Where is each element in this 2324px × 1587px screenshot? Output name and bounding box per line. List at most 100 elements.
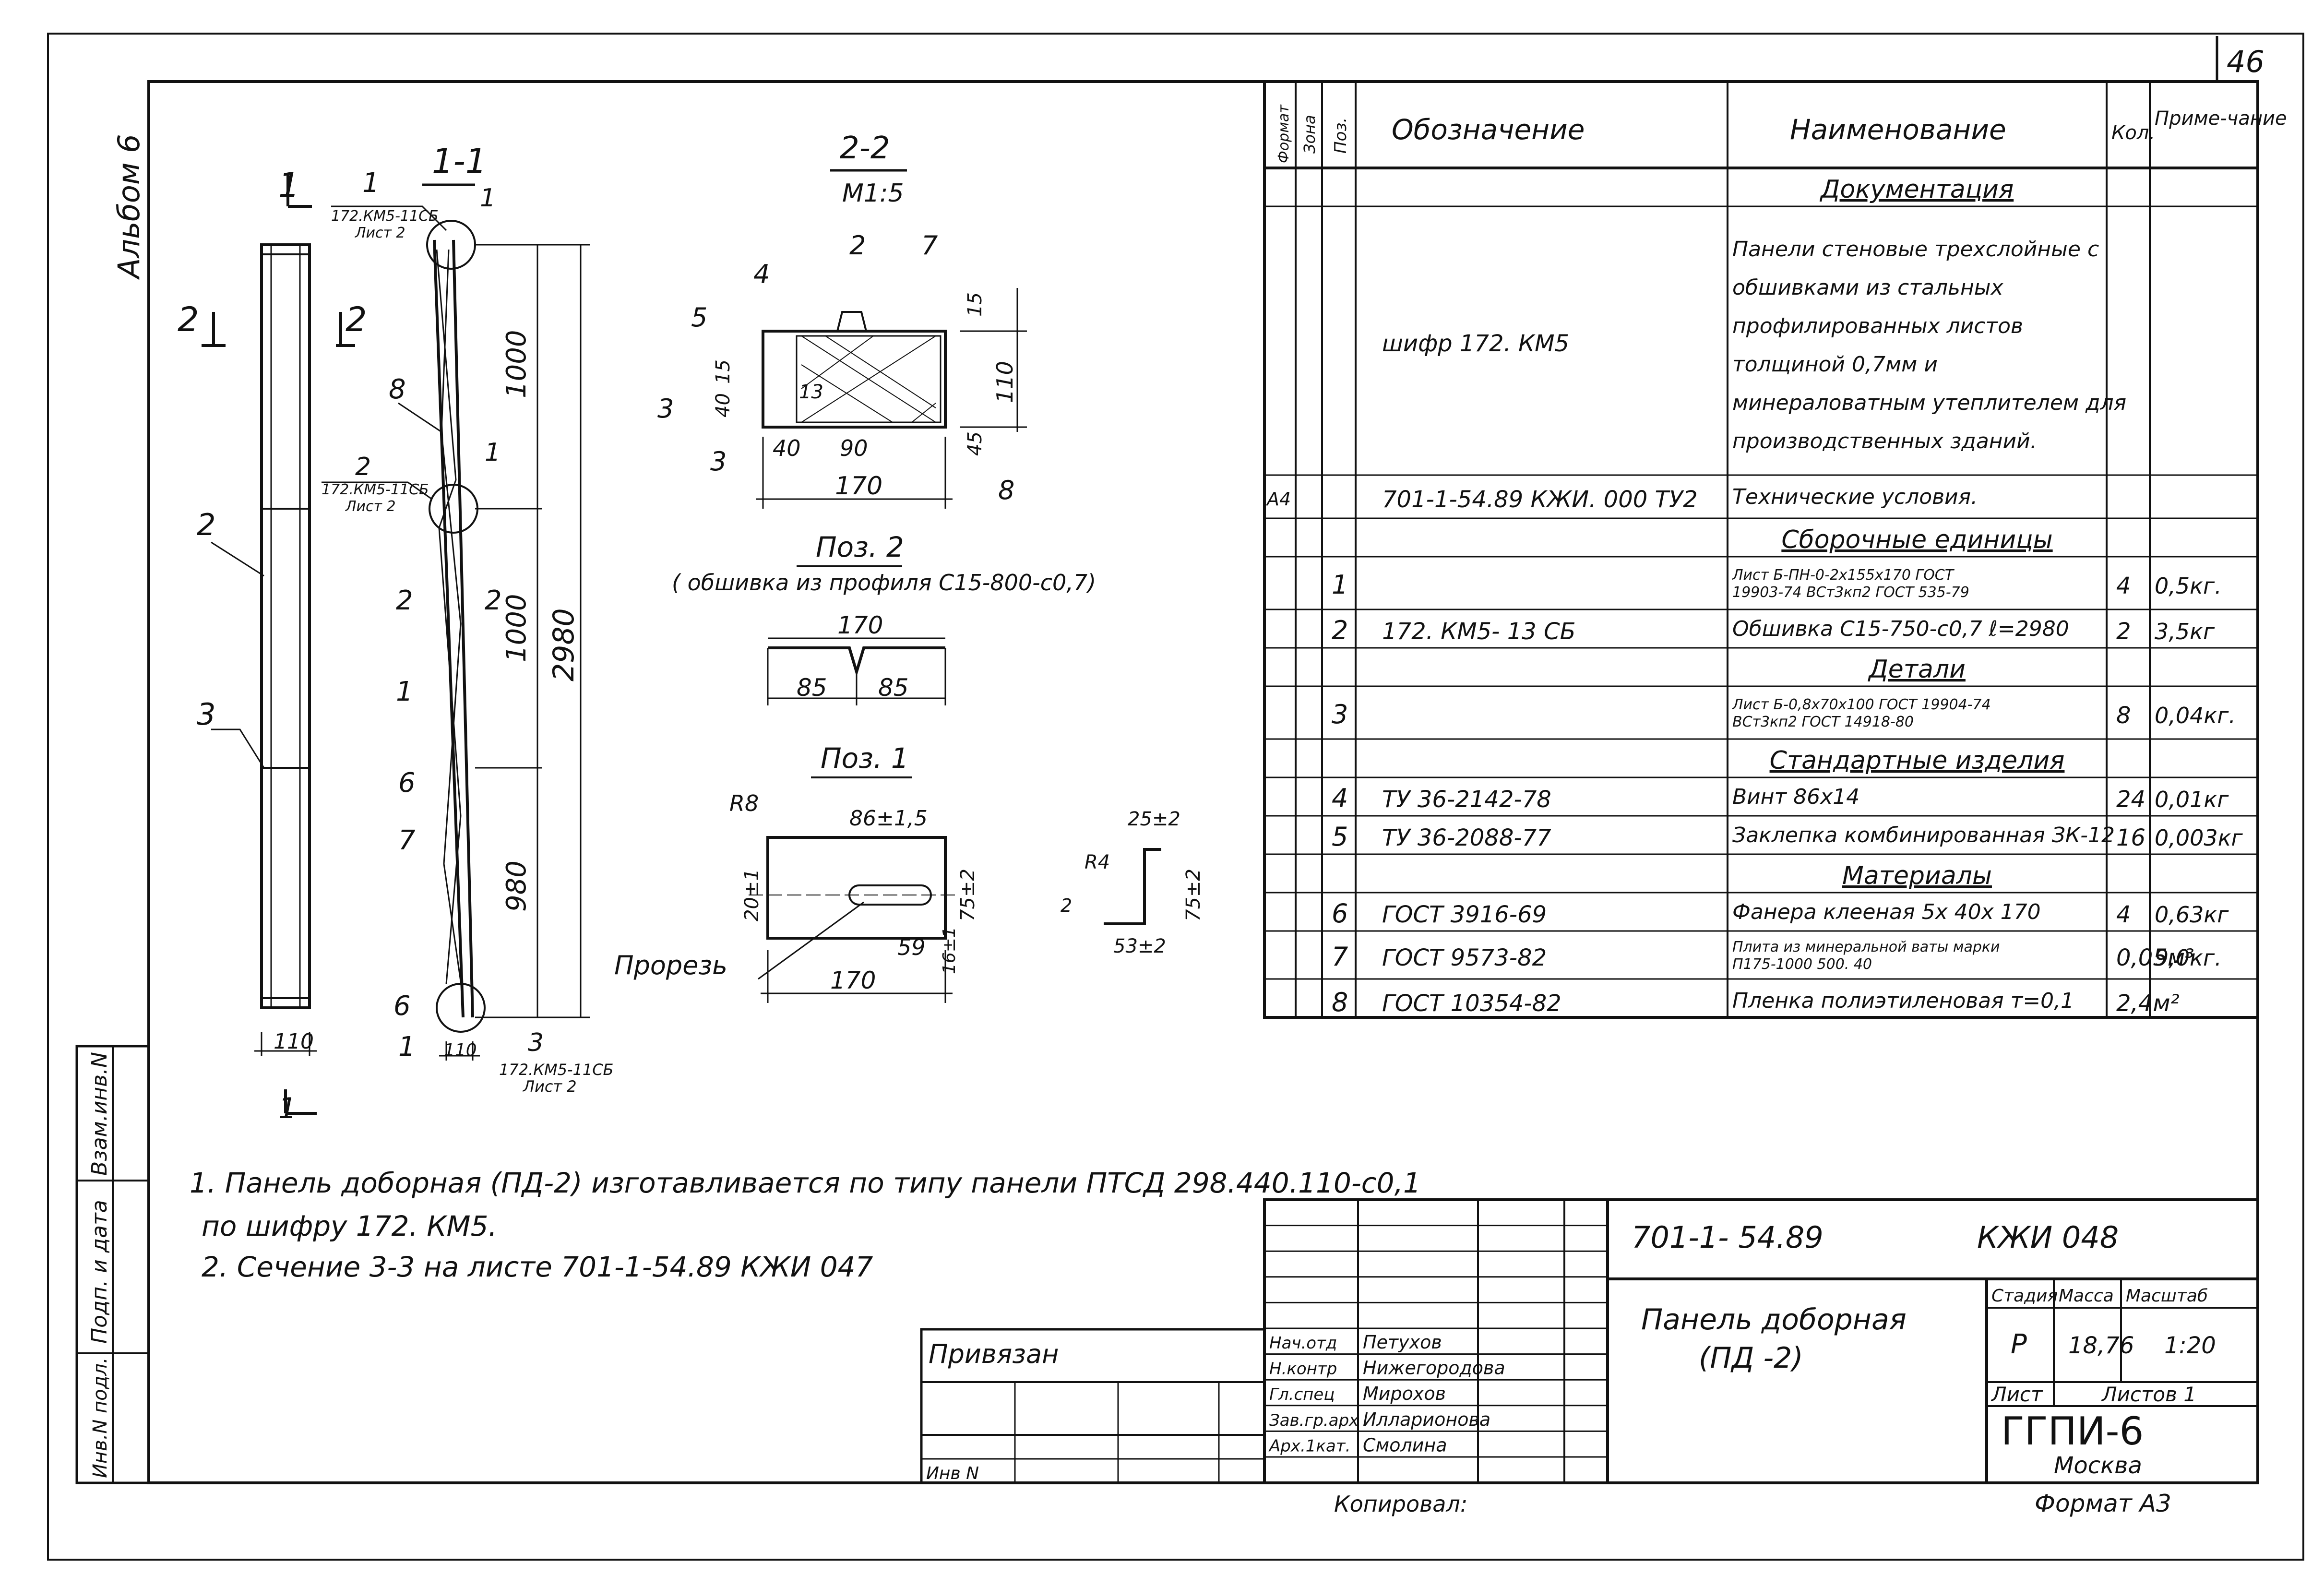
spec-header-qty: Кол. — [2111, 122, 2155, 144]
s22-dim-45: 45 — [964, 431, 986, 456]
s22-callout-5: 5 — [691, 302, 707, 333]
pos1-dim-r8: R8 — [729, 790, 759, 816]
pos-1-detail: Поз. 1 R8 86±1,5 20±1 75±2 59 16±1 170 П… — [614, 742, 1204, 1003]
doc-code: 701-1- 54.89 — [1632, 1220, 1823, 1255]
side-label-inv: Инв.N подл. — [89, 1357, 111, 1478]
spec-header-code: Обозначение — [1392, 113, 1585, 146]
dim-1000-mid: 1000 — [501, 594, 532, 662]
s22-callout-8: 8 — [998, 475, 1014, 505]
spec-header-note: Приме-чание — [2155, 107, 2287, 130]
cut-mark-2-right: 2 — [346, 300, 367, 339]
spec-cell-name: Пленка полиэтиленовая т=0,1 — [1732, 989, 2074, 1013]
angle-dim-53: 53±2 — [1113, 935, 1166, 957]
spec-cell-note: 0,04кг. — [2155, 703, 2236, 728]
signature-role: Н.контр — [1269, 1360, 1337, 1379]
spec-cell-name: Обшивка С15-750-с0,7 ℓ=2980 — [1732, 617, 2069, 641]
callout-2-left: 2 — [396, 585, 413, 616]
spec-table: Формат Зона Поз. Обозначение Наименовани… — [1263, 80, 2287, 1019]
spec-row: Материалы — [1842, 861, 1992, 890]
spec-row: Детали — [1868, 655, 1966, 684]
spec-cell-code: ГОСТ 3916-69 — [1382, 901, 1547, 928]
spec-cell-name: Фанера клееная 5х 40х 170 — [1732, 900, 2041, 924]
callout-1-top: 1 — [362, 167, 380, 199]
spec-cell-pos: 6 — [1332, 898, 1348, 929]
signature-role: Нач.отд — [1269, 1334, 1337, 1353]
signature-name: Нижегородова — [1363, 1358, 1505, 1379]
s22-dim-15-top: 15 — [964, 292, 986, 317]
pos1-dim-16: 16±1 — [940, 927, 959, 974]
spec-cell-note: 9,0кг. — [2155, 945, 2222, 971]
ref-sheet-bottom: Лист 2 — [523, 1077, 577, 1096]
signature-role: Арх.1кат. — [1268, 1436, 1350, 1456]
spec-cell-note: 0,5кг. — [2155, 573, 2222, 599]
s22-dim-13: 13 — [799, 381, 823, 403]
spec-cell-code: ГОСТ 10354-82 — [1382, 990, 1561, 1017]
spec-cell-pos: 5 — [1332, 822, 1348, 852]
callout-2: 2 — [197, 507, 215, 542]
angle-dim-25: 25±2 — [1128, 808, 1180, 830]
sheet-label: Лист — [1990, 1383, 2043, 1406]
spec-cell-code: 701-1-54.89 КЖИ. 000 ТУ2 — [1382, 486, 1698, 513]
side-label-podp: Подп. и дата — [87, 1200, 112, 1344]
spec-row: 2 172. КМ5- 13 СБ Обшивка С15-750-с0,7 ℓ=2… — [1332, 615, 2215, 645]
pos2-subtitle: ( обшивка из профиля С15-800-с0,7) — [672, 570, 1096, 596]
city: Москва — [2054, 1452, 2142, 1479]
s22-dim-110: 110 — [992, 361, 1018, 403]
s22-dim-40-v: 40 — [712, 393, 734, 418]
spec-cell-qty: 2 — [2116, 618, 2131, 645]
pos1-plate — [766, 836, 947, 940]
spec-cell-code: ГОСТ 9573-82 — [1382, 944, 1547, 971]
privyazan-label: Привязан — [929, 1339, 1059, 1369]
title-block: 701-1- 54.89 КЖИ 048 Панель доборная (ПД… — [1263, 1198, 2259, 1517]
spec-cell-qty: 16 — [2116, 824, 2145, 851]
ref-sheet-top: Лист 2 — [355, 225, 405, 241]
spec-cell-pos: 4 — [1332, 783, 1348, 813]
cut-mark-2-left: 2 — [178, 300, 199, 339]
spec-cell-qty: 2,4м² — [2116, 990, 2180, 1017]
signature-role: Зав.гр.арх — [1269, 1411, 1359, 1430]
spec-section-heading: Материалы — [1842, 861, 1992, 890]
spec-cell-name: Заклепка комбинированная ЗК-12 — [1732, 823, 2115, 847]
s22-callout-7: 7 — [921, 230, 938, 261]
spec-cell-pos: 3 — [1332, 699, 1348, 729]
scale-value: 1:20 — [2164, 1332, 2216, 1359]
format-label: Формат А3 — [2035, 1490, 2171, 1517]
spec-cell-code: ТУ 36-2088-77 — [1382, 824, 1551, 851]
drawing-subtitle: (ПД -2) — [1699, 1341, 1803, 1375]
callout-6: 6 — [398, 767, 416, 799]
spec-cell-code: 172. КМ5- 13 СБ — [1382, 618, 1576, 645]
section-1-1-title: 1-1 — [432, 142, 487, 181]
ref-code-bottom: 172.КМ5-11СБ — [499, 1061, 614, 1079]
signature-name: Петухов — [1363, 1332, 1442, 1353]
copied-label: Копировал: — [1334, 1491, 1467, 1517]
spec-header-zone: Зона — [1300, 115, 1319, 154]
signature-name: Илларионова — [1363, 1409, 1490, 1430]
outer-frame — [47, 33, 2304, 1561]
sheets-label: Листов 1 — [2101, 1383, 2196, 1406]
pos2-dim-170: 170 — [837, 611, 883, 639]
section-1-1: 1-1 1000 1000 980 2980 1 172.КМ5-11СБ Ли… — [322, 142, 614, 1096]
pos1-dim-86: 86±1,5 — [849, 806, 928, 831]
spec-row: Стандартные изделия — [1770, 746, 2065, 775]
section-2-2-scale: М1:5 — [842, 179, 904, 208]
callout-3: 3 — [197, 697, 215, 732]
spec-cell-code: шифр 172. КМ5 — [1382, 330, 1569, 357]
signature-role: Гл.спец — [1269, 1385, 1335, 1404]
spec-row: Документация — [1820, 175, 2014, 204]
elevation-view: 1 2 2 2 3 110 1 — [178, 166, 367, 1125]
callout-1-bottom: 1 — [398, 1031, 416, 1062]
signature-name: Мирохов — [1363, 1383, 1446, 1404]
sheet-number: 46 — [2227, 44, 2264, 79]
spec-row: 5 ТУ 36-2088-77 Заклепка комбинированная З… — [1332, 822, 2243, 852]
s22-dim-170: 170 — [835, 472, 882, 501]
spec-section-heading: Сборочные единицы — [1781, 525, 2052, 554]
spec-cell-qty: 4 — [2116, 901, 2131, 928]
